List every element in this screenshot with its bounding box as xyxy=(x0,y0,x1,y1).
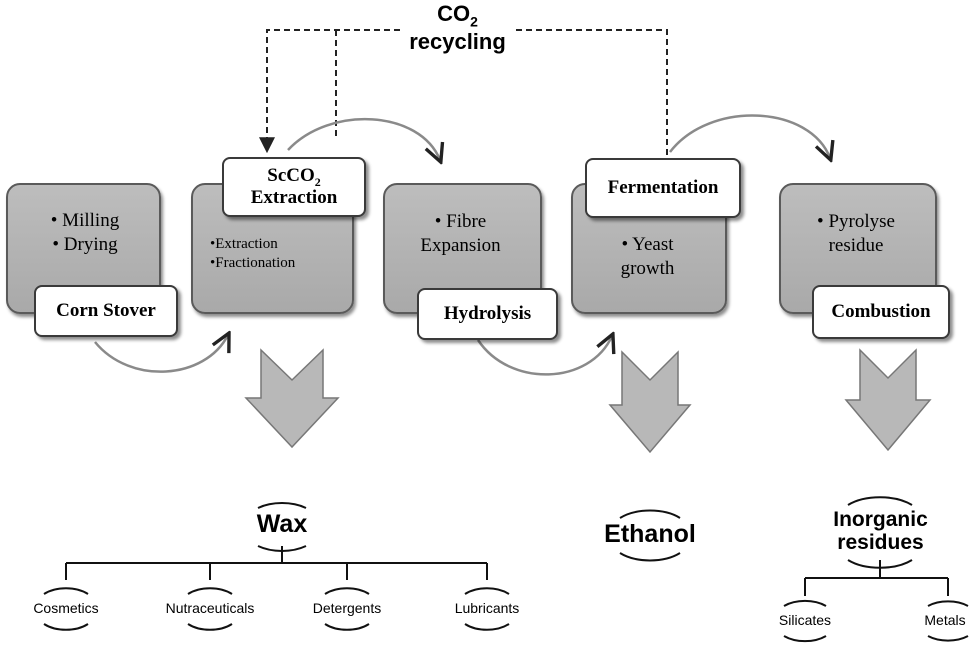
extraction-label-subscript: 2 xyxy=(314,174,321,189)
bullet-item: Expansion xyxy=(420,234,501,256)
step-label-corn-stover: Corn Stover xyxy=(34,285,178,337)
co2-recycling-label: CO2 recycling xyxy=(400,1,515,54)
output-title-wax: Wax xyxy=(256,510,308,538)
flow-arrow-hydrolysis-to-fermentation xyxy=(476,336,612,376)
wax-tree xyxy=(43,502,510,631)
step-bullets-corn-stover: • Milling • Drying xyxy=(20,209,150,257)
output-title-ethanol: Ethanol xyxy=(604,520,696,548)
bullet-item: • Pyrolyse xyxy=(817,211,895,232)
step-label-extraction: ScCO2 Extraction xyxy=(222,157,366,217)
co2-subscript: 2 xyxy=(470,13,478,30)
extraction-label-line2: Extraction xyxy=(250,187,338,209)
inorganic-tree xyxy=(783,496,969,643)
leaf-cosmetics: Cosmetics xyxy=(33,600,99,616)
leaf-metals: Metals xyxy=(924,612,966,628)
bullet-item: •Fractionation xyxy=(210,254,296,271)
step-bullets-fermentation: • Yeast growth xyxy=(585,233,710,281)
flow-arrow-extraction-to-hydrolysis xyxy=(287,117,440,160)
step-label-hydrolysis: Hydrolysis xyxy=(417,288,558,340)
bullet-item: •Extraction xyxy=(210,236,278,252)
flow-arrow-stover-to-extraction xyxy=(94,335,228,373)
step-bullets-hydrolysis: • Fibre Expansion xyxy=(393,210,528,258)
ethanol-arcs xyxy=(619,509,681,562)
bullet-item: • Milling xyxy=(50,210,120,231)
inorganic-title-line2: residues xyxy=(837,531,924,555)
flow-arrow-fermentation-to-combustion xyxy=(669,114,830,158)
step-label-combustion: Combustion xyxy=(812,285,950,339)
output-title-inorganic: Inorganic residues xyxy=(808,508,953,554)
leaf-detergents: Detergents xyxy=(312,600,382,616)
bullet-item: • Fibre xyxy=(434,211,487,232)
step-label-fermentation: Fermentation xyxy=(585,158,741,218)
bullet-item: • Yeast xyxy=(621,234,674,255)
leaf-nutraceuticals: Nutraceuticals xyxy=(165,600,255,616)
co2-prefix: CO xyxy=(437,1,471,26)
step-bullets-combustion: • Pyrolyse residue xyxy=(790,210,922,258)
leaf-silicates: Silicates xyxy=(778,612,832,628)
leaf-lubricants: Lubricants xyxy=(454,600,520,616)
bullet-item: • Drying xyxy=(52,233,118,255)
extraction-label-prefix: ScCO xyxy=(267,164,315,186)
down-arrow-wax xyxy=(244,348,340,449)
down-arrow-inorganic xyxy=(844,348,932,452)
inorganic-title-line1: Inorganic xyxy=(833,508,928,531)
co2-line2: recycling xyxy=(409,28,506,54)
step-bullets-extraction: •Extraction •Fractionation xyxy=(210,235,340,273)
flow-arrows xyxy=(94,114,830,376)
bullet-item: residue xyxy=(828,234,884,256)
bullet-item: growth xyxy=(620,257,675,279)
output-arrows xyxy=(244,348,932,454)
down-arrow-ethanol xyxy=(608,350,692,454)
